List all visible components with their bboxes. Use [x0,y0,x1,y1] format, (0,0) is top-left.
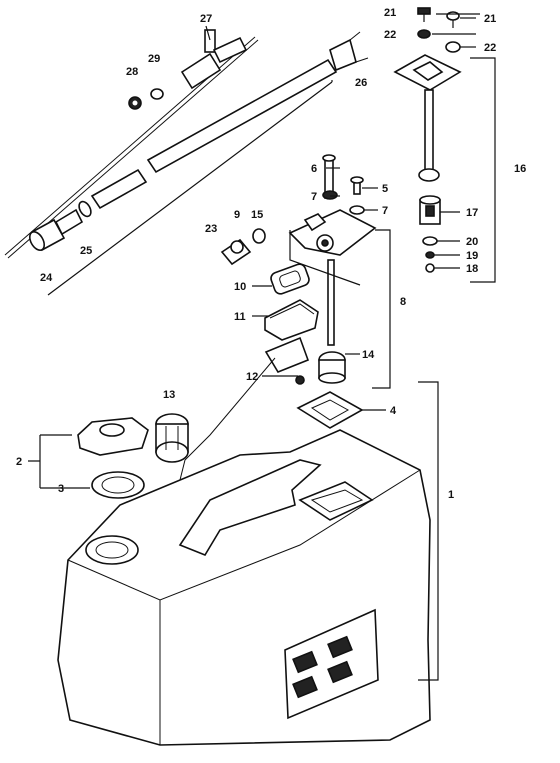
callout-20: 20 [466,236,478,248]
vent-cover [264,299,319,341]
callout-2: 2 [16,456,22,468]
warning-label [284,608,379,720]
strainer [419,195,441,225]
washer [417,29,431,39]
callout-26: 26 [355,77,367,89]
pickup-tube [424,89,434,181]
callout-21a: 21 [384,7,396,19]
fuel-tank [57,381,439,746]
callout-1: 1 [448,489,454,501]
filler-cap-assembly [28,413,189,499]
callout-5: 5 [382,183,388,195]
callout-29: 29 [148,53,160,65]
callout-23: 23 [205,223,217,235]
callout-21b: 21 [484,13,496,25]
hose-clamp [78,200,92,218]
float [318,351,346,384]
callout-9: 9 [234,209,240,221]
hose-connector [28,208,84,252]
screw [417,7,431,22]
callout-22a: 22 [384,29,396,41]
callout-4: 4 [390,405,397,417]
callout-15: 15 [251,209,263,221]
callout-22b: 22 [484,42,496,54]
gauge-rod [327,259,335,346]
o-ring [422,236,438,246]
o-ring [252,228,266,244]
fuel-hose-assembly [4,29,369,296]
callout-27: 27 [200,13,212,25]
callout-3: 3 [58,483,64,495]
washer [150,88,164,100]
callout-8: 8 [400,296,406,308]
callout-24: 24 [40,272,53,284]
gasket [270,263,310,295]
callout-16: 16 [514,163,526,175]
callout-14: 14 [362,349,375,361]
screw [425,263,435,273]
washer [425,251,435,259]
leader-lines [205,13,480,411]
washer [349,205,365,215]
callout-10: 10 [234,281,246,293]
callout-7b: 7 [382,205,388,217]
filler-cap [77,417,149,456]
callout-25: 25 [80,245,92,257]
callout-19: 19 [466,250,478,262]
gasket [296,391,364,429]
fuel-filter [155,413,189,463]
hose-joint [329,38,357,72]
callout-12: 12 [246,371,258,383]
fuel-hose [146,58,338,174]
cap-gasket [91,471,145,499]
callout-18: 18 [466,263,478,275]
fuel-gauge-assembly [179,154,391,481]
washer [445,41,461,53]
fuel-fitting [220,238,252,266]
callout-17: 17 [466,207,478,219]
fuel-pickup-assembly [393,7,496,283]
washer [322,190,338,200]
part-labels: 1 2 3 4 5 6 7 7 8 9 10 11 12 13 14 15 16… [16,7,526,501]
callout-13: 13 [163,389,175,401]
callout-11: 11 [234,311,246,323]
bracket [179,336,310,481]
callout-28: 28 [126,66,138,78]
callout-6: 6 [311,163,317,175]
callout-7a: 7 [311,191,317,203]
primer-connector [180,29,248,90]
gauge-head [288,209,377,256]
